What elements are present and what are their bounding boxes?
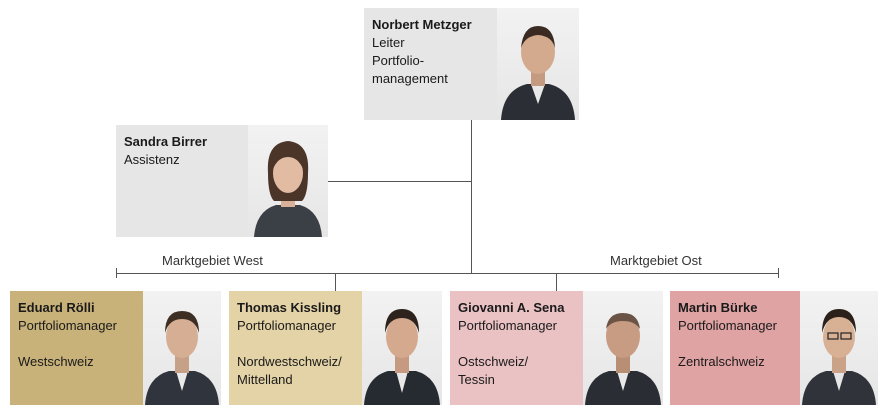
member-role: Portfoliomanager (18, 318, 117, 333)
member-region-line2: Mittelland (237, 372, 293, 387)
member-name: Martin Bürke (678, 300, 758, 315)
assistant-photo (248, 125, 328, 237)
top-role-line2: Portfolio- (372, 53, 425, 68)
member-role: Portfoliomanager (237, 318, 336, 333)
member-region-line1: Zentralschweiz (678, 354, 765, 369)
person-photo-icon (501, 26, 575, 120)
person-photo-icon (364, 309, 440, 405)
member-role: Portfoliomanager (458, 318, 557, 333)
member-name: Eduard Rölli (18, 300, 95, 315)
connector-west-right-tick (335, 273, 336, 291)
assistant-role: Assistenz (124, 152, 180, 167)
member-region-line2: Tessin (458, 372, 495, 387)
assistant-name: Sandra Birrer (124, 134, 208, 149)
top-name: Norbert Metzger (372, 17, 472, 32)
member-name: Thomas Kissling (237, 300, 342, 315)
connector-west-left-tick (116, 268, 117, 278)
group-label-ost: Marktgebiet Ost (610, 253, 702, 268)
member-region-line1: Westschweiz (18, 354, 94, 369)
member-photo-ost-2 (800, 291, 878, 405)
member-region-line1: Ostschweiz/ (458, 354, 529, 369)
member-region-line1: Nordwestschweiz/ (237, 354, 342, 369)
top-role-line3: management (372, 71, 448, 86)
person-photo-icon (145, 311, 219, 405)
member-name: Giovanni A. Sena (458, 300, 565, 315)
connector-horizontal-bar (116, 273, 778, 274)
member-role: Portfoliomanager (678, 318, 777, 333)
member-photo-ost-1 (583, 291, 663, 405)
top-role-line1: Leiter (372, 35, 405, 50)
member-photo-west-2 (362, 291, 442, 405)
member-photo-west-1 (143, 291, 221, 405)
connector-ost-left-tick (556, 273, 557, 291)
connector-assistant-horizontal (328, 181, 472, 182)
group-label-west: Marktgebiet West (162, 253, 263, 268)
person-photo-icon (802, 309, 876, 405)
top-photo (497, 8, 579, 120)
person-photo-icon (254, 141, 322, 237)
person-photo-icon (585, 313, 661, 405)
connector-ost-right-tick (778, 268, 779, 278)
connector-top-vertical (471, 120, 472, 273)
